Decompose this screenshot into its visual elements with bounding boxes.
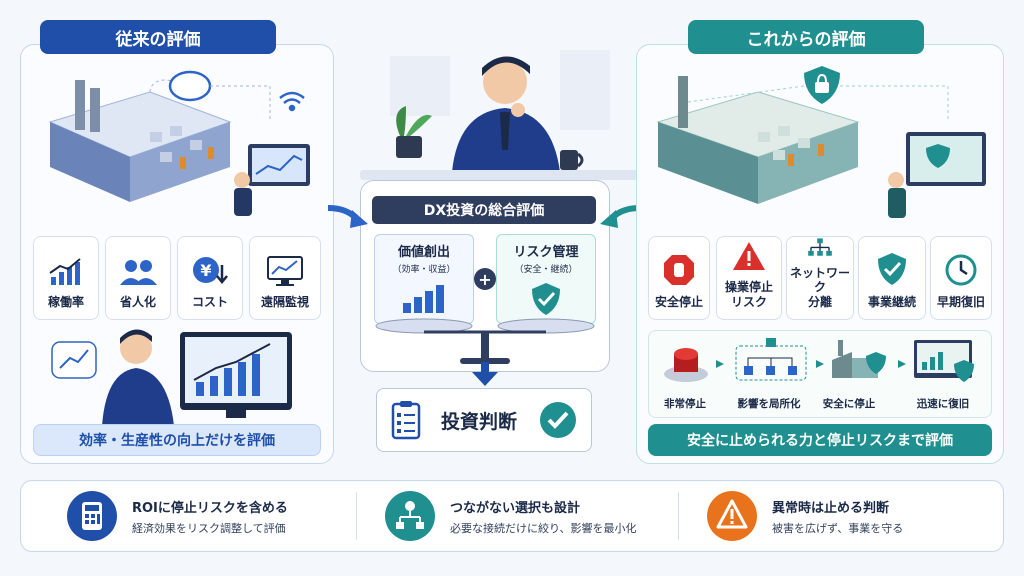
risk-management-box: リスク管理 （安全・継続） <box>496 234 596 324</box>
point-title: つながない選択も設計 <box>450 500 581 516</box>
yen-down-icon: ¥ <box>193 256 228 284</box>
card-labor-saving: 省人化 <box>105 236 171 320</box>
monitor-chart-icon <box>267 255 303 286</box>
card-label: 稼働率 <box>47 294 84 309</box>
warning-icon <box>733 242 765 271</box>
step-localize-impact: 影響を局所化 <box>737 398 801 410</box>
point-subtitle: 経済効果をリスク調整して評価 <box>132 521 286 535</box>
center-title: DX投資の総合評価 <box>372 196 596 224</box>
checklist-icon <box>391 401 421 440</box>
card-label: 省人化 <box>119 294 156 309</box>
card-label: 操業停止 リスク <box>724 280 773 309</box>
down-arrow-icon <box>472 362 498 386</box>
plus-badge: + <box>474 268 496 290</box>
people-icon <box>120 259 157 285</box>
coffee-mug-icon <box>560 150 584 170</box>
card-label: ネットワーク 分離 <box>789 265 850 309</box>
network-icon <box>808 238 832 256</box>
warning-icon <box>707 491 757 541</box>
safe-factory-icon <box>832 340 886 378</box>
point-subtitle: 必要な接続だけに絞り、影響を最小化 <box>450 521 637 535</box>
analyst-illustration <box>51 329 292 426</box>
card-safe-stop: 安全停止 <box>648 236 710 320</box>
step-safe-stop: 安全に停止 <box>822 398 876 410</box>
card-early-recovery: 早期復旧 <box>930 236 992 320</box>
card-network-isolation: ネットワーク 分離 <box>786 236 854 320</box>
step-emergency-stop: 非常停止 <box>664 398 706 410</box>
card-cost: ¥ コスト <box>177 236 243 320</box>
clock-icon <box>945 254 977 286</box>
localized-network-icon <box>735 338 807 381</box>
point-stop-decision: 異常時は止める判断 被害を広げず、事業を守る <box>706 490 903 542</box>
check-circle-icon <box>540 402 577 438</box>
left-summary-banner: 効率・生産性の向上だけを評価 <box>33 424 321 456</box>
plant-icon <box>396 106 432 158</box>
card-label: 早期復旧 <box>936 294 985 309</box>
traditional-factory-illustration <box>48 70 310 216</box>
investment-decision-label: 投資判断 <box>441 410 518 433</box>
security-lock-shield-icon <box>804 66 840 104</box>
emergency-stop-button-icon <box>664 348 708 382</box>
card-label: 遠隔監視 <box>260 294 309 309</box>
point-title: 異常時は止める判断 <box>772 500 890 516</box>
card-shutdown-risk: 操業停止 リスク <box>716 236 782 320</box>
left-arrow-icon <box>327 205 368 228</box>
card-business-continuity: 事業継続 <box>858 236 926 320</box>
card-label: 安全停止 <box>654 294 703 309</box>
point-no-connection: つながない選択も設計 必要な接続だけに絞り、影響を最小化 <box>384 490 637 542</box>
card-operating-rate: 稼働率 <box>33 236 99 320</box>
balance-scale-illustration <box>375 318 595 364</box>
value-creation-title: 価値創出 <box>397 245 450 260</box>
growth-chart-icon <box>49 257 81 285</box>
recovery-monitor-icon <box>914 340 974 382</box>
divider <box>356 492 357 540</box>
point-title: ROIに停止リスクを含める <box>132 500 288 516</box>
shield-check-icon <box>878 252 906 285</box>
wifi-icon <box>279 91 305 112</box>
step-quick-recovery: 迅速に復旧 <box>916 398 970 410</box>
executive-illustration <box>360 50 660 180</box>
bottom-strip <box>20 480 1004 552</box>
value-creation-box: 価値創出 （効率・収益） <box>374 234 474 324</box>
left-panel-title: 従来の評価 <box>40 20 276 54</box>
stop-process-flow <box>664 338 974 382</box>
card-label: 事業継続 <box>867 294 916 309</box>
value-creation-sub: （効率・収益） <box>392 265 456 275</box>
card-label: コスト <box>191 294 228 309</box>
divider <box>678 492 679 540</box>
bar-chart-icon <box>403 285 444 313</box>
shield-check-icon <box>532 283 560 315</box>
stop-hand-icon <box>664 254 694 285</box>
point-roi: ROIに停止リスクを含める 経済効果をリスク調整して評価 <box>66 490 288 542</box>
cloud-icon <box>168 70 212 102</box>
point-subtitle: 被害を広げず、事業を守る <box>772 521 904 535</box>
svg-text:¥: ¥ <box>200 261 211 280</box>
right-panel-title: これからの評価 <box>688 20 924 54</box>
risk-management-sub: （安全・継続） <box>514 265 578 275</box>
right-summary-banner: 安全に止められる力と停止リスクまで評価 <box>648 424 992 456</box>
secure-factory-illustration <box>656 66 986 218</box>
network-icon <box>385 491 435 541</box>
risk-management-title: リスク管理 <box>513 245 579 260</box>
investment-decision-box: 投資判断 <box>376 388 592 452</box>
calculator-icon <box>67 491 117 541</box>
card-remote-monitoring: 遠隔監視 <box>249 236 321 320</box>
